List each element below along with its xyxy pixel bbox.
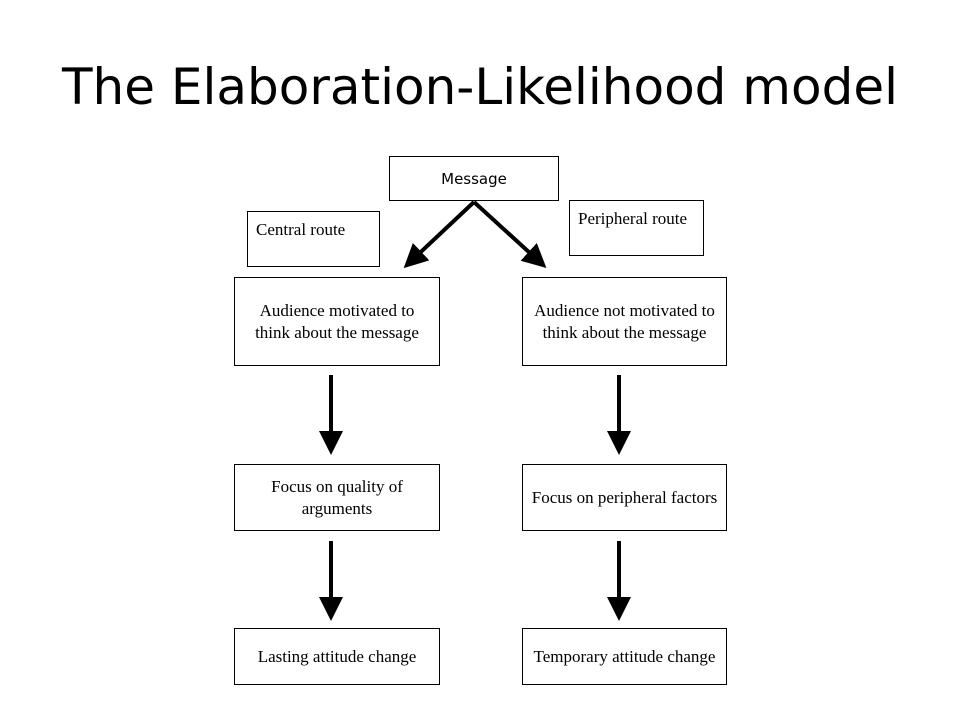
message-box: Message bbox=[389, 156, 559, 201]
lasting-change-box: Lasting attitude change bbox=[234, 628, 440, 685]
focus-peripheral-label: Focus on peripheral factors bbox=[531, 487, 718, 507]
audience-not-motivated-box: Audience not motivated to think about th… bbox=[522, 277, 727, 366]
peripheral-route-label: Peripheral route bbox=[569, 200, 704, 256]
page-title: The Elaboration-Likelihood model bbox=[61, 58, 898, 116]
temporary-change-label: Temporary attitude change bbox=[533, 646, 716, 666]
audience-not-motivated-label: Audience not motivated to think about th… bbox=[534, 300, 715, 342]
audience-motivated-box: Audience motivated to think about the me… bbox=[234, 277, 440, 366]
focus-quality-label: Focus on quality of arguments bbox=[271, 476, 403, 518]
audience-motivated-label: Audience motivated to think about the me… bbox=[255, 300, 419, 342]
peripheral-route-text: Peripheral route bbox=[578, 209, 688, 228]
arrow-message-to-central bbox=[403, 200, 476, 269]
central-route-label: Central route bbox=[247, 211, 380, 267]
focus-peripheral-box: Focus on peripheral factors bbox=[522, 464, 727, 531]
focus-quality-box: Focus on quality of arguments bbox=[234, 464, 440, 531]
central-route-text: Central route bbox=[256, 220, 346, 239]
lasting-change-label: Lasting attitude change bbox=[257, 646, 417, 666]
temporary-change-box: Temporary attitude change bbox=[522, 628, 727, 685]
arrow-message-to-peripheral bbox=[472, 200, 547, 269]
message-label: Message bbox=[441, 169, 507, 188]
